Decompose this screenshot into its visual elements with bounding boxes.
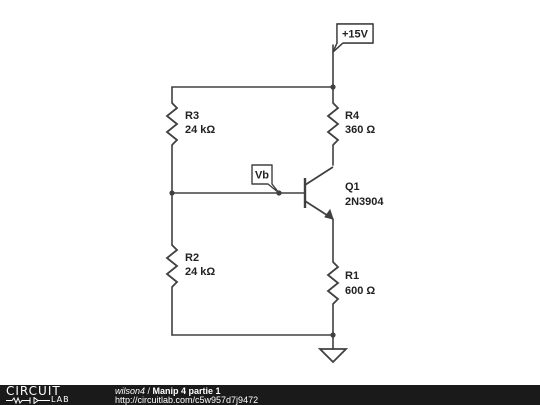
r4-name: R4	[345, 110, 360, 122]
junction-base-node	[169, 190, 175, 196]
r2-name: R2	[185, 252, 199, 264]
logo-sub: LAB	[51, 395, 70, 404]
ground-symbol	[317, 348, 349, 364]
r2-value: 24 kΩ	[185, 266, 215, 278]
footer-bar: CIRCUIT LAB wilson4 / Manip 4 partie 1 h…	[0, 384, 540, 405]
circuitlab-logo[interactable]: CIRCUIT LAB	[6, 384, 96, 405]
r3-name: R3	[185, 110, 199, 122]
resistor-r2-symbol	[165, 244, 179, 288]
probe-tag: Vb	[251, 164, 280, 194]
project-name[interactable]: Manip 4 partie 1	[152, 386, 221, 396]
probe-label: Vb	[255, 170, 269, 182]
title-separator: /	[145, 386, 153, 396]
transistor-q1-symbol	[303, 166, 334, 220]
resistor-r3-symbol	[165, 102, 179, 146]
supply-label: +15V	[342, 29, 369, 41]
supply-tag: +15V	[332, 23, 374, 53]
project-title: wilson4 / Manip 4 partie 1	[115, 386, 221, 396]
r1-value: 600 Ω	[345, 285, 375, 297]
junction-supply	[330, 84, 336, 90]
logo-word: CIRCUIT	[6, 384, 61, 398]
project-user[interactable]: wilson4	[115, 386, 146, 396]
resistor-r1-symbol	[326, 261, 340, 305]
project-url[interactable]: http://circuitlab.com/c5w957d7j9472	[115, 395, 259, 405]
logo-circuit-icon	[6, 397, 50, 404]
r1-name: R1	[345, 270, 359, 282]
r3-value: 24 kΩ	[185, 124, 215, 136]
r4-value: 360 Ω	[345, 124, 375, 136]
circuit-schematic: +15V Vb R3 24 kΩ R4 360 Ω Q1 2N3904 R2 2…	[165, 23, 384, 364]
q1-name: Q1	[345, 181, 360, 193]
q1-value: 2N3904	[345, 196, 384, 208]
resistor-r4-symbol	[326, 102, 340, 146]
